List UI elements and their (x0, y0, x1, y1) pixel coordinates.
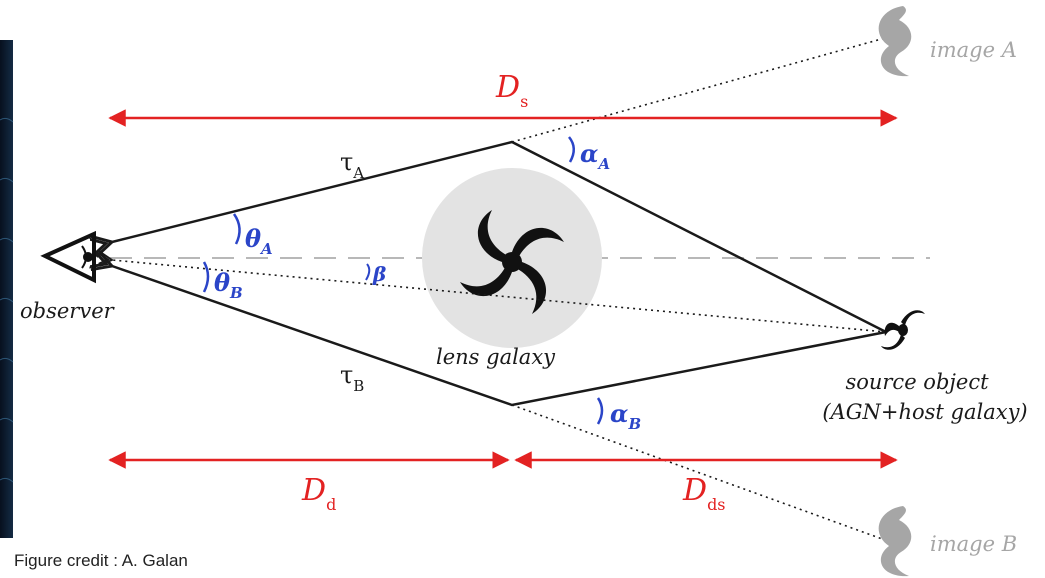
eye-icon (40, 230, 96, 284)
label-ds: Ds (495, 70, 528, 111)
label-dds: Dds (682, 473, 726, 514)
ray-path-b (112, 266, 887, 407)
label-source-host: (AGN+host galaxy) (822, 400, 1027, 424)
label-lens-galaxy: lens galaxy (436, 345, 556, 369)
background-wave-strip (0, 40, 14, 538)
figure-credit: Figure credit : A. Galan (14, 551, 188, 570)
label-dd: Dd (301, 473, 336, 514)
lens-galaxy-icon (460, 210, 564, 314)
label-theta-a: θA (245, 224, 273, 258)
arc-alpha-b (596, 397, 604, 425)
line-of-sight-image-a (511, 37, 886, 143)
arc-beta (365, 263, 371, 281)
label-beta: β (372, 262, 386, 286)
label-tau-b: τB (340, 361, 364, 395)
label-observer: observer (20, 299, 116, 323)
image-a-ghost-icon (878, 6, 912, 77)
arc-theta-a (232, 213, 241, 245)
arc-alpha-a (567, 136, 575, 163)
label-theta-b: θB (214, 268, 243, 302)
label-alpha-b: αB (610, 399, 641, 433)
source-galaxy-icon (881, 310, 925, 350)
label-alpha-a: αA (580, 139, 610, 173)
label-image-b: image B (930, 532, 1017, 556)
label-image-a: image A (930, 38, 1017, 62)
label-tau-a: τA (340, 148, 364, 182)
label-source-object: source object (845, 370, 989, 394)
line-of-sight-image-b (511, 404, 886, 541)
arc-theta-b (202, 261, 210, 293)
image-b-ghost-icon (878, 506, 912, 577)
